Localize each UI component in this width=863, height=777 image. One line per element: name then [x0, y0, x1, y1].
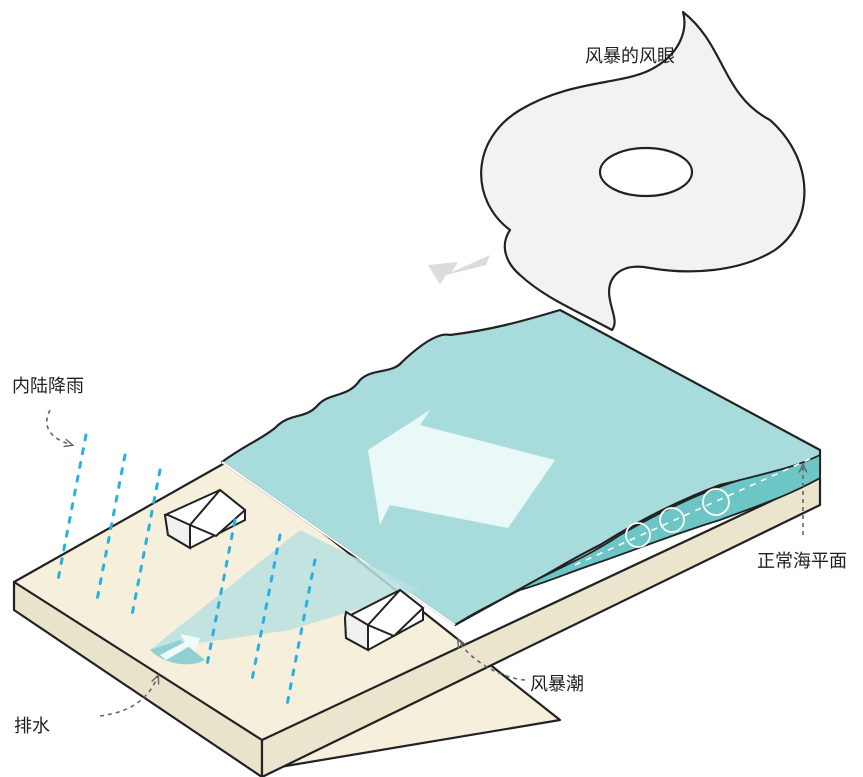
storm-eye-icon — [598, 146, 694, 198]
drainage-label: 排水 — [14, 716, 50, 737]
storm-surge-label: 风暴潮 — [530, 674, 584, 695]
normal-sea-level-label: 正常海平面 — [757, 551, 847, 572]
eddy-circles — [625, 488, 730, 548]
drainage-leader — [99, 676, 158, 717]
surge-direction-arrow — [368, 410, 555, 528]
sea-level-dashed-line — [574, 457, 813, 566]
storm-direction-arrow-icon — [428, 255, 490, 285]
drainage-arrow-icon — [160, 634, 200, 660]
land-side-front — [12, 580, 264, 777]
land-side-right — [260, 476, 822, 777]
rain-leader — [46, 409, 72, 445]
house-icon — [163, 488, 247, 550]
coastline — [221, 461, 456, 626]
house-icon — [343, 588, 425, 652]
storm-eye-label: 风暴的风眼 — [585, 46, 675, 67]
surge-leader — [458, 640, 526, 681]
drainage-channel — [150, 530, 420, 650]
inland-rainfall-label: 内陆降雨 — [12, 376, 84, 397]
rain-lines — [56, 433, 317, 707]
